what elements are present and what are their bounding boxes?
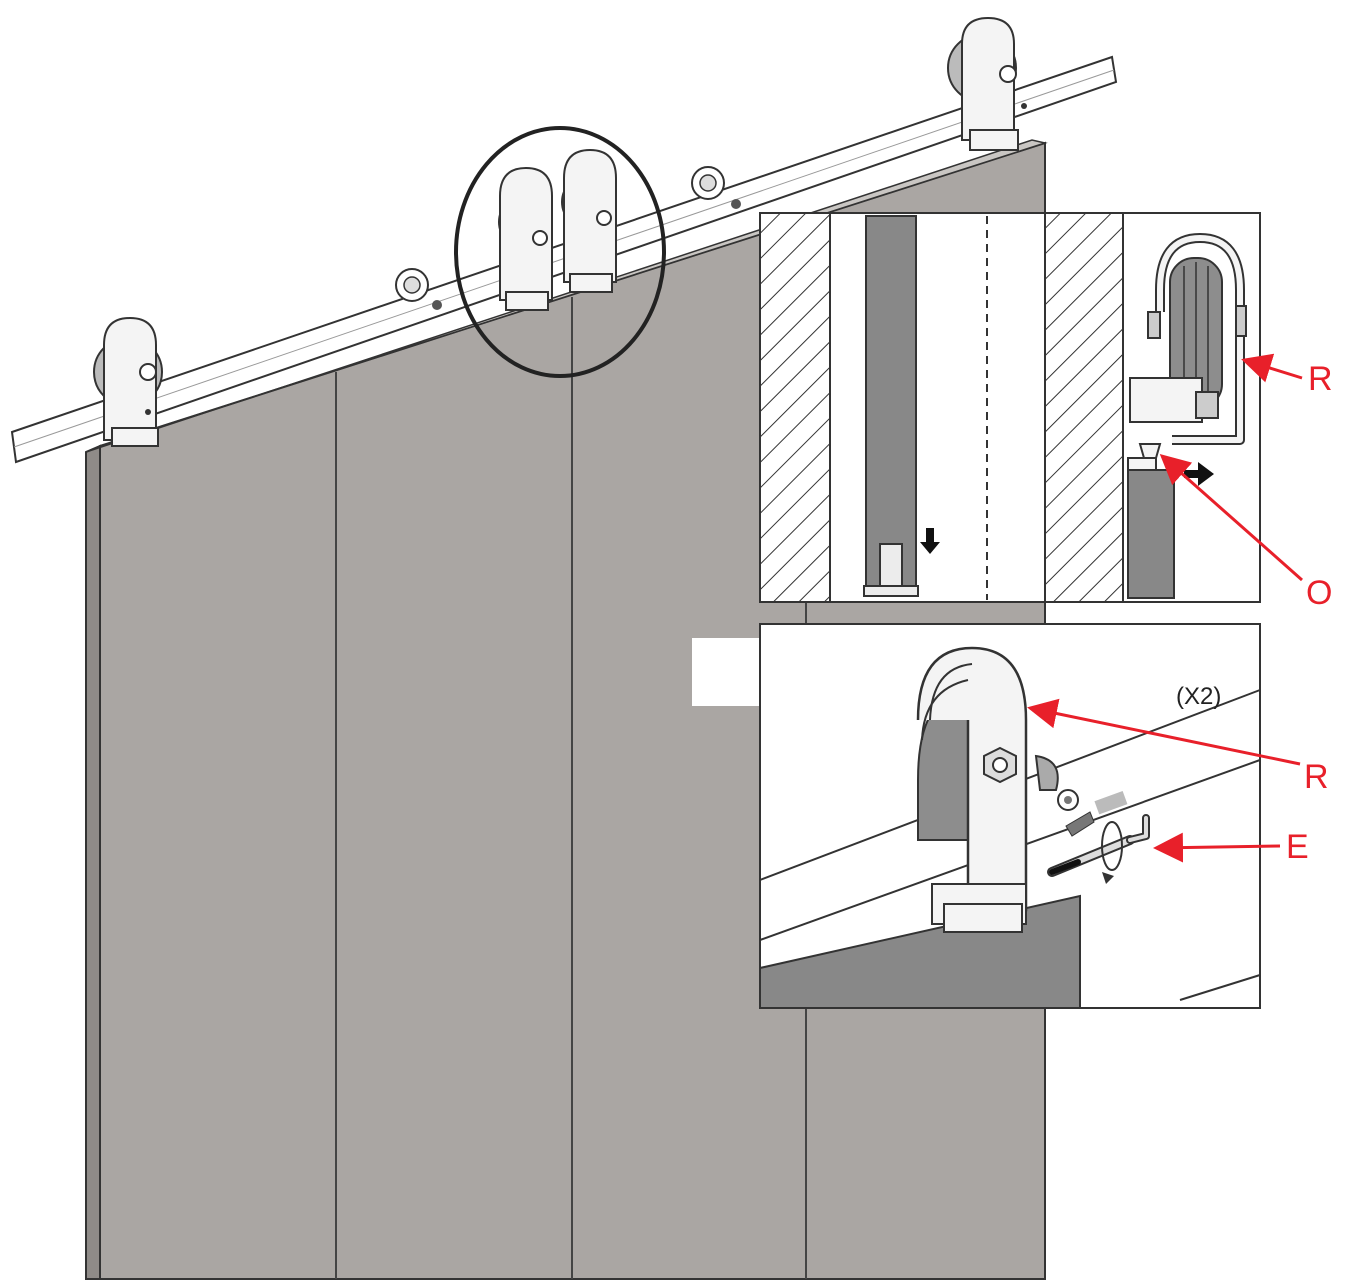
rail-bolt-icon (731, 199, 741, 209)
quantity-label: (X2) (1176, 683, 1221, 710)
detail-highlight-circle (454, 126, 666, 378)
callout-label-o: O (1306, 574, 1332, 612)
wall-section-right (1044, 212, 1124, 603)
arrow-right-icon (1184, 462, 1214, 486)
wall-section-left (759, 212, 831, 603)
detail-box-cross-section: R O (759, 212, 1333, 612)
roller-side-view (1127, 233, 1247, 599)
hanger-closeup (916, 646, 1059, 933)
left-hanger-roller (93, 316, 163, 447)
middle-hanger-rollers (454, 126, 666, 378)
callout-label-r: R (1304, 758, 1329, 796)
callout-label-r: R (1308, 360, 1333, 398)
rail-bolt-icon (432, 300, 442, 310)
door-section-strip (865, 215, 917, 595)
door-edge (85, 444, 101, 1280)
floor-guide (863, 543, 919, 597)
middle-hanger-left (498, 166, 553, 311)
hex-key-icon (1047, 814, 1150, 884)
middle-hanger-right (561, 148, 617, 293)
rail-spacer-1 (395, 268, 442, 310)
set-screw (1057, 789, 1128, 837)
right-hanger-roller (947, 16, 1027, 151)
rail-spacer-2 (691, 166, 741, 209)
detail-box-hanger-fixing: (X2) R E (692, 623, 1329, 1009)
callout-label-e: E (1286, 828, 1309, 866)
arrow-down-icon (920, 528, 940, 554)
